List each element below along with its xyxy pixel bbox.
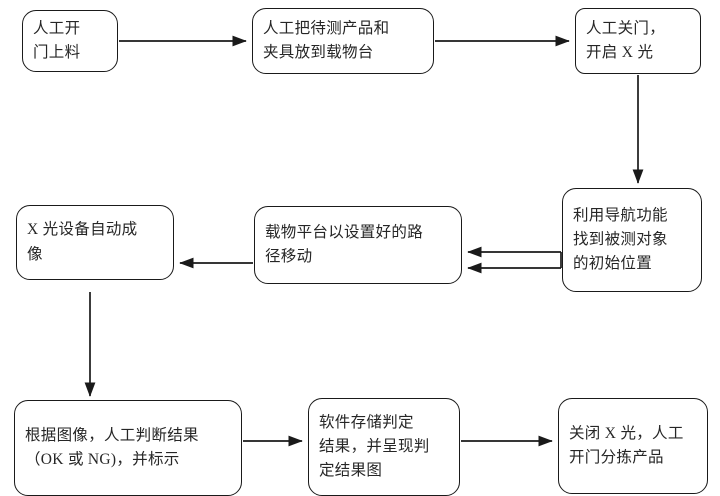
node-label: 人工把待测产品和 夹具放到载物台 [263, 19, 390, 61]
node-label: 软件存储判定 结果，并呈现判 定结果图 [319, 413, 430, 479]
node-label: 载物平台以设置好的路 径移动 [265, 223, 424, 265]
node-place-product-fixture[interactable]: 人工把待测产品和 夹具放到载物台 [252, 8, 434, 74]
node-close-xray-sort-product[interactable]: 关闭 X 光，人工 开门分拣产品 [558, 398, 708, 494]
node-xray-auto-imaging[interactable]: X 光设备自动成 像 [16, 205, 174, 280]
node-label: 根据图像，人工判断结果 （OK 或 NG)，并标示 [25, 426, 199, 468]
node-platform-move-path[interactable]: 载物平台以设置好的路 径移动 [254, 206, 462, 284]
node-manual-judge-result[interactable]: 根据图像，人工判断结果 （OK 或 NG)，并标示 [14, 400, 242, 496]
node-label: 人工关门， 开启 X 光 [586, 19, 666, 61]
node-label: 人工开 门上料 [33, 19, 81, 61]
edge-navigate-to-platform-lower [467, 252, 562, 274]
node-open-door-load[interactable]: 人工开 门上料 [22, 10, 118, 72]
node-label: 利用导航功能 找到被测对象 的初始位置 [573, 206, 668, 272]
node-software-store-result[interactable]: 软件存储判定 结果，并呈现判 定结果图 [308, 398, 460, 496]
node-label: 关闭 X 光，人工 开门分拣产品 [569, 424, 684, 466]
node-label: X 光设备自动成 像 [27, 221, 138, 263]
node-navigate-find-target[interactable]: 利用导航功能 找到被测对象 的初始位置 [562, 188, 702, 292]
node-close-door-start-xray[interactable]: 人工关门， 开启 X 光 [575, 8, 701, 74]
